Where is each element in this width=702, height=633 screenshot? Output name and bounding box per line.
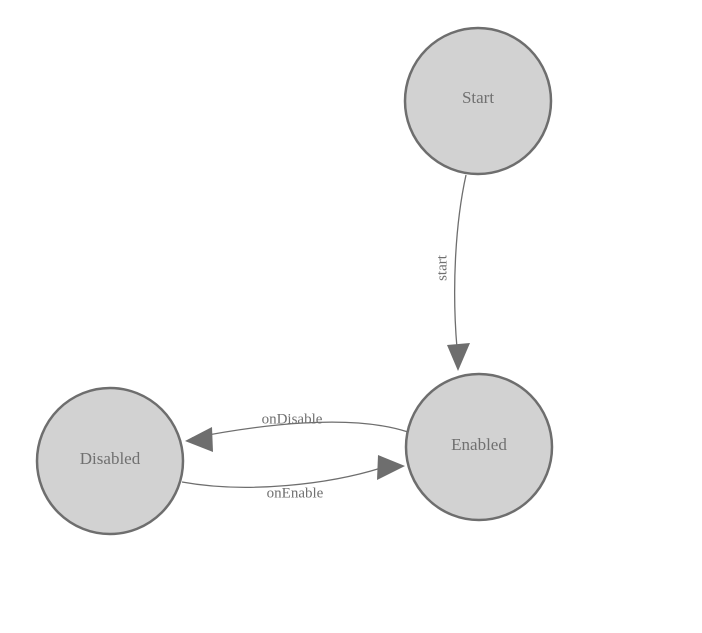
edge-start-to-enabled-label: start bbox=[434, 254, 450, 281]
state-node-enabled[interactable]: Enabled bbox=[404, 372, 554, 522]
state-node-disabled[interactable]: Disabled bbox=[35, 386, 185, 536]
edge-enabled-to-disabled-path bbox=[191, 421, 409, 439]
edge-enabled-to-disabled-label: onDisable bbox=[262, 411, 323, 427]
edge-start-to-enabled[interactable]: start bbox=[434, 174, 470, 371]
state-node-disabled-circle bbox=[35, 386, 185, 536]
edge-disabled-to-enabled-label: onEnable bbox=[267, 485, 324, 501]
edge-disabled-to-enabled[interactable]: onEnable bbox=[181, 455, 405, 501]
edge-disabled-to-enabled-arrowhead bbox=[377, 455, 405, 480]
state-node-enabled-label: Enabled bbox=[451, 435, 507, 454]
edge-start-to-enabled-arrowhead bbox=[447, 343, 470, 371]
state-node-enabled-circle bbox=[404, 372, 554, 522]
state-node-disabled-label: Disabled bbox=[80, 449, 141, 468]
state-node-start-circle bbox=[403, 26, 553, 176]
edge-enabled-to-disabled[interactable]: onDisable bbox=[185, 411, 409, 452]
edge-start-to-enabled-path bbox=[454, 174, 467, 349]
edge-disabled-to-enabled-path bbox=[181, 467, 382, 488]
state-node-start[interactable]: Start bbox=[403, 26, 553, 176]
edge-enabled-to-disabled-arrowhead bbox=[185, 427, 213, 452]
state-node-start-label: Start bbox=[462, 88, 494, 107]
